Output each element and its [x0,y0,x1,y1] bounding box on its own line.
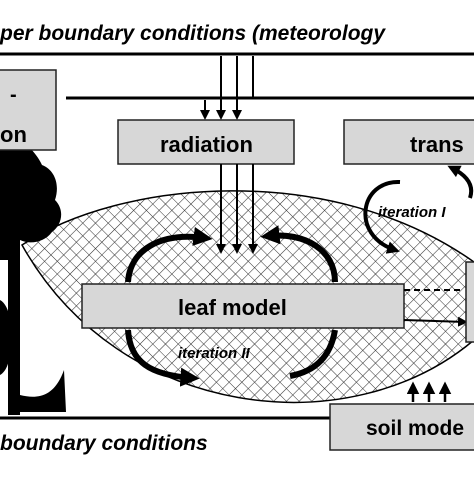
tree-silhouette [0,139,66,415]
radiation-box [117,119,295,165]
right-cut-box [465,261,474,343]
left-box-label-1: - [10,84,17,106]
left-gray-box [0,69,57,151]
iteration-two-arrow-top-right [260,225,338,283]
left-box-label-2: on [0,122,27,147]
iteration-two-arrow-bottom-left [125,329,200,387]
iteration-one-arrow-right [447,165,474,199]
iteration-two-arrow-top-left [125,226,213,283]
iteration-two-label: iteration II [178,345,250,362]
leaf-model-label: leaf model [178,295,287,320]
upper-boundary-title: per boundary conditions (meteorology [0,22,386,45]
leaf-to-right-arrow [403,316,468,327]
lower-boundary-title: boundary conditions [0,432,208,455]
outer-frame [0,52,474,420]
transport-box [343,119,474,165]
radiation-label: radiation [160,132,253,157]
soil-model-box [329,403,474,451]
iteration-two-arrow-bottom-right [289,329,338,379]
soil-model-label: soil mode [366,417,465,440]
iteration-one-arrow-left [363,179,401,254]
iteration-one-label: iteration I [378,204,446,221]
leaf-model-box [81,283,405,329]
transport-label: trans [410,132,464,157]
